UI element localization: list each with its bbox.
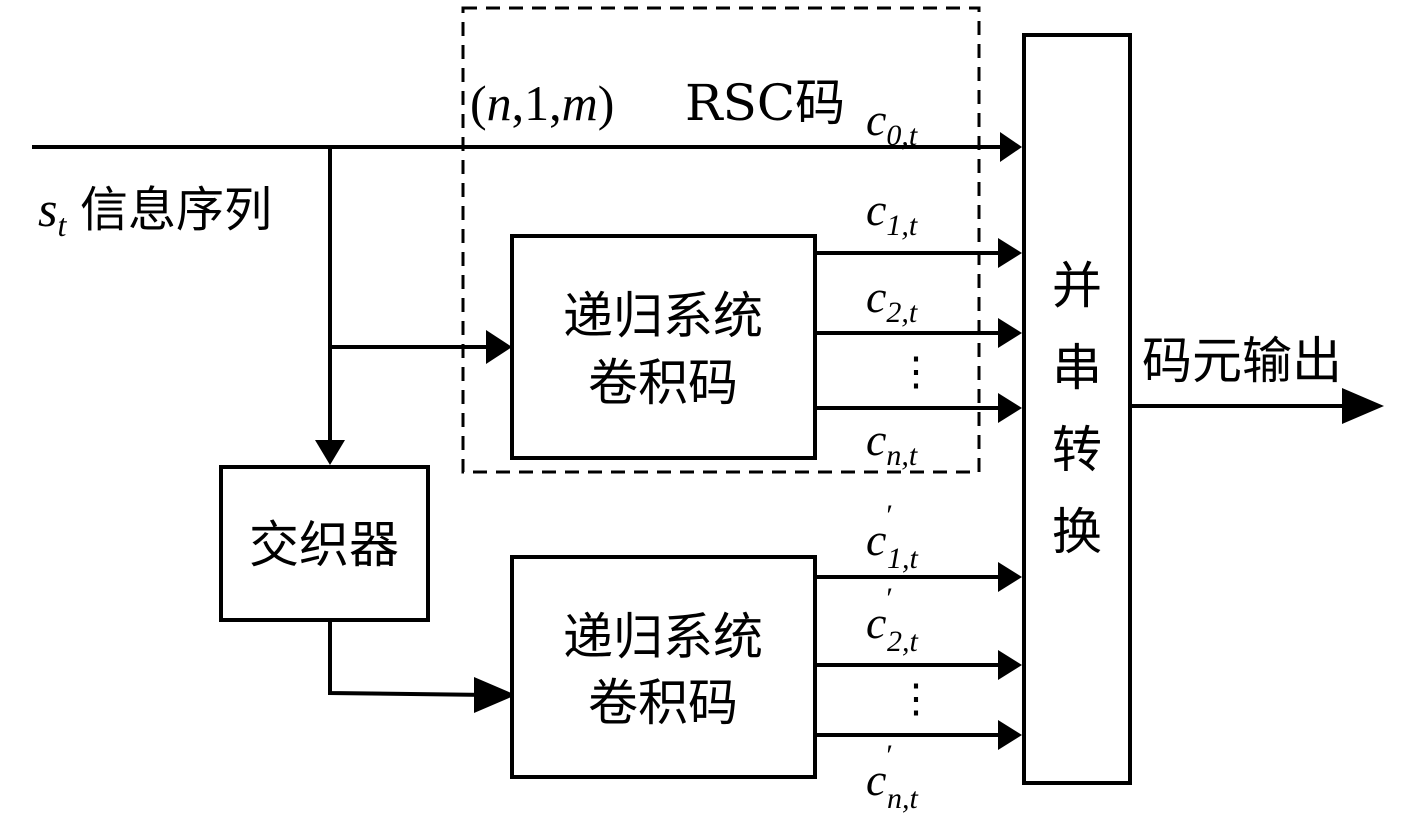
interleaver-out-arrowhead (474, 677, 516, 713)
encoder-bottom-line2: 卷积码 (588, 674, 738, 732)
interleaver-box (219, 465, 430, 622)
converter-box (1022, 33, 1132, 785)
output-label: 码元输出 (1142, 332, 1342, 390)
input-label-text: 信息序列 (80, 182, 272, 238)
top-ellipsis: ⋮ (896, 349, 936, 394)
encoder-top-line2: 卷积码 (588, 354, 738, 412)
encoder-top-box (510, 234, 817, 460)
encoder-bottom-line1: 递归系统 (563, 608, 763, 666)
encoder-bottom-box (510, 555, 817, 779)
cpn-arrowhead (998, 720, 1022, 750)
branch-top-arrowhead (486, 330, 512, 364)
c0-label: c0,t (866, 94, 918, 152)
cp2-arrowhead (998, 650, 1022, 680)
converter-char-4: 换 (1052, 503, 1102, 561)
input-label-symbol: st (38, 181, 67, 243)
c1-arrowhead (998, 238, 1022, 268)
cpn-label: c′n,t (866, 739, 918, 815)
rsc-label-suffix: RSC码 (685, 74, 845, 132)
rsc-dashed-boundary (461, 6, 981, 474)
cp2-label: c′2,t (866, 582, 918, 658)
interleaver-out-line (328, 620, 491, 697)
bottom-ellipsis: ⋮ (896, 676, 936, 721)
encoder-top-line1: 递归系统 (563, 287, 763, 345)
cp1-label: c′1,t (866, 499, 918, 575)
rsc-label: (n,1,m) (470, 75, 614, 131)
c2-label: c2,t (866, 271, 918, 329)
c2-arrowhead (998, 318, 1022, 348)
output-arrowhead (1342, 388, 1384, 424)
trunk-arrowhead (315, 440, 345, 465)
converter-char-2: 串 (1052, 339, 1102, 397)
converter-char-3: 转 (1052, 421, 1102, 479)
cn-label: cn,t (866, 414, 918, 472)
interleaver-label: 交织器 (249, 516, 399, 574)
c0-arrowhead (1000, 132, 1022, 162)
cp1-arrowhead (998, 562, 1022, 592)
converter-char-1: 并 (1052, 257, 1102, 315)
cn-arrowhead (998, 393, 1022, 423)
c1-label: c1,t (866, 184, 918, 242)
